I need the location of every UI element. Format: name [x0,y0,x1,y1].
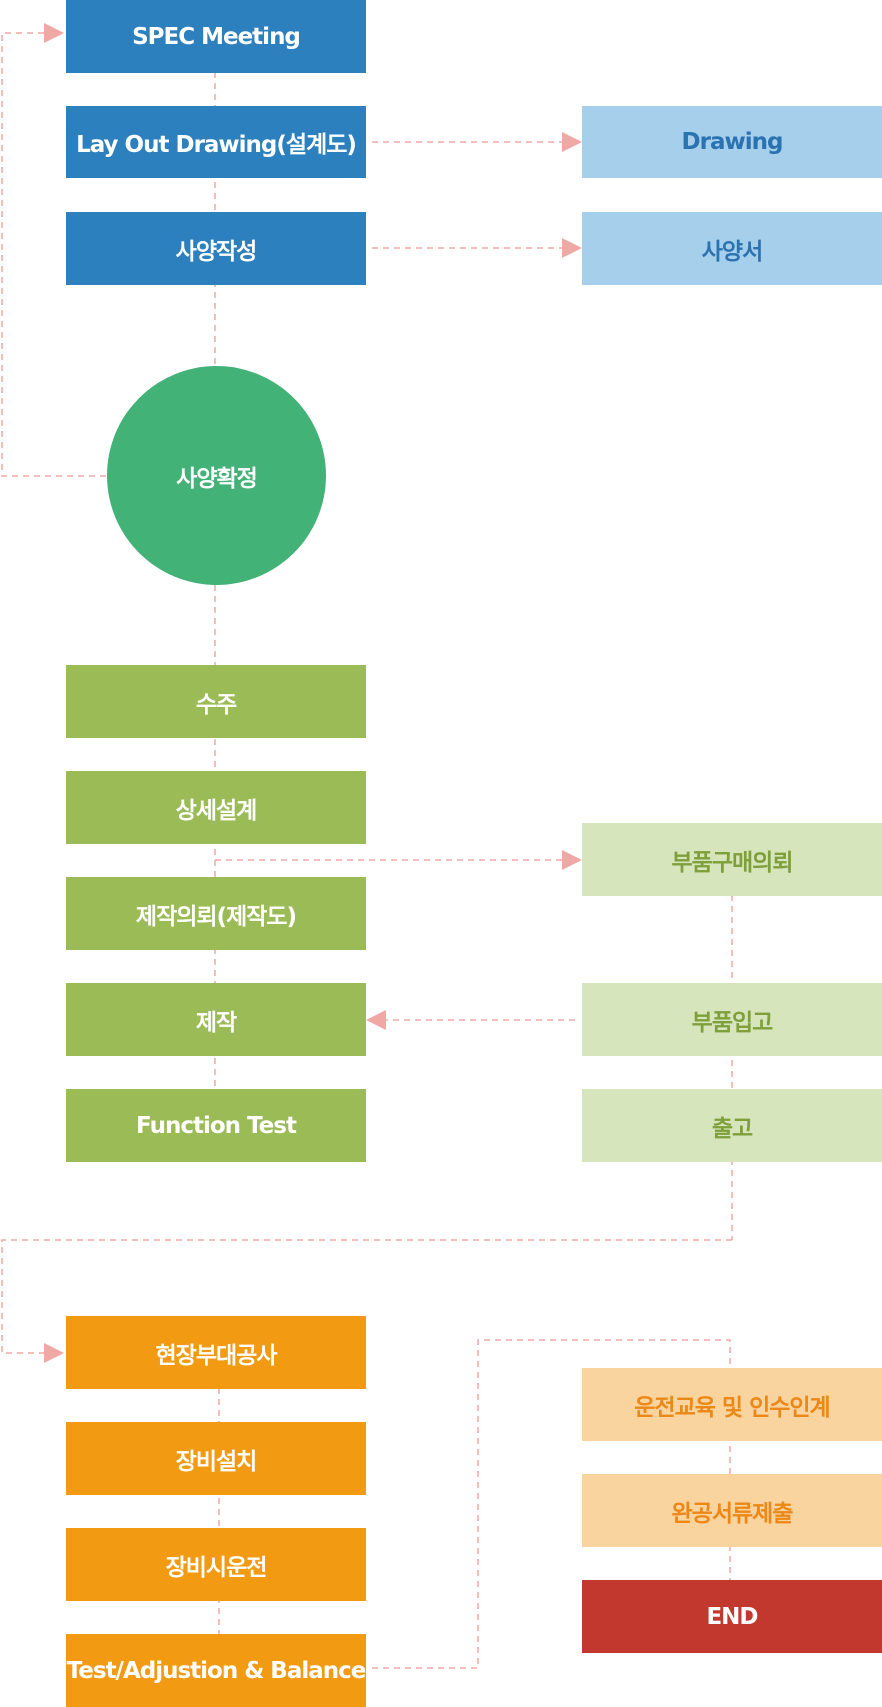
order-step: 수주 [66,665,366,738]
end-step: END [582,1580,882,1653]
drawing-output: Drawing [582,106,882,178]
test-adjust-balance-step: Test/Adjustion & Balance [66,1634,366,1707]
trial-run-step: 장비시운전 [66,1528,366,1601]
function-test-step: Function Test [66,1089,366,1162]
layout-drawing-step: Lay Out Drawing(설계도) [66,106,366,178]
completion-docs-step: 완공서류제출 [582,1474,882,1547]
parts-purchase-step: 부품구매의뢰 [582,823,882,896]
production-request-step: 제작의뢰(제작도) [66,877,366,950]
equipment-install-step: 장비설치 [66,1422,366,1495]
spec-document-output: 사양서 [582,212,882,285]
spec-meeting-step: SPEC Meeting [66,0,366,73]
spec-writing-step: 사양작성 [66,212,366,285]
operation-training-step: 운전교육 및 인수인계 [582,1368,882,1441]
spec-confirm-decision: 사양확정 [107,366,326,585]
site-work-step: 현장부대공사 [66,1316,366,1389]
shipment-step: 출고 [582,1089,882,1162]
parts-receiving-step: 부품입고 [582,983,882,1056]
detail-design-step: 상세설계 [66,771,366,844]
production-step: 제작 [66,983,366,1056]
